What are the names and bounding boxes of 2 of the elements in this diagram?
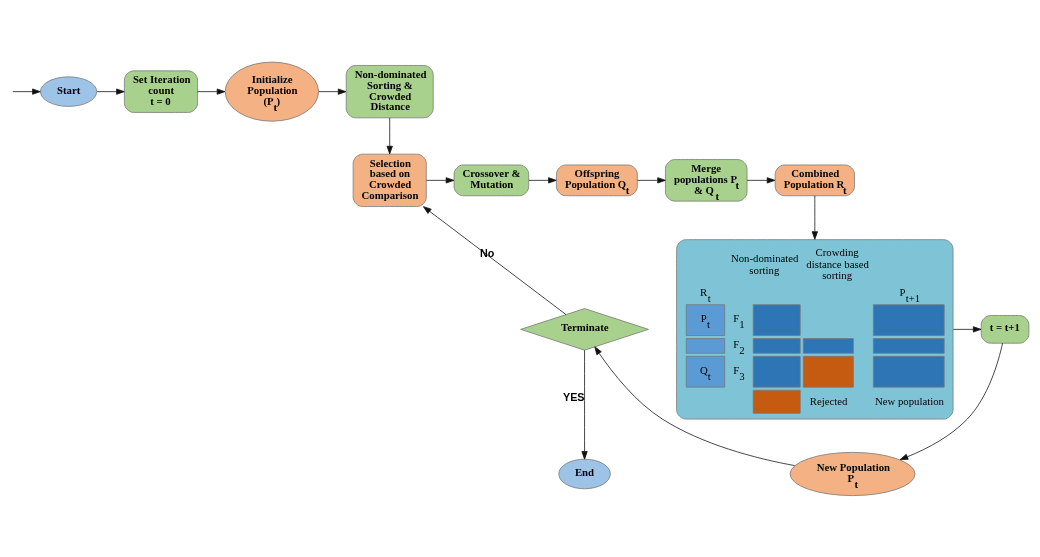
edge-label: YES [562, 390, 585, 403]
edge-label: No [479, 246, 494, 259]
